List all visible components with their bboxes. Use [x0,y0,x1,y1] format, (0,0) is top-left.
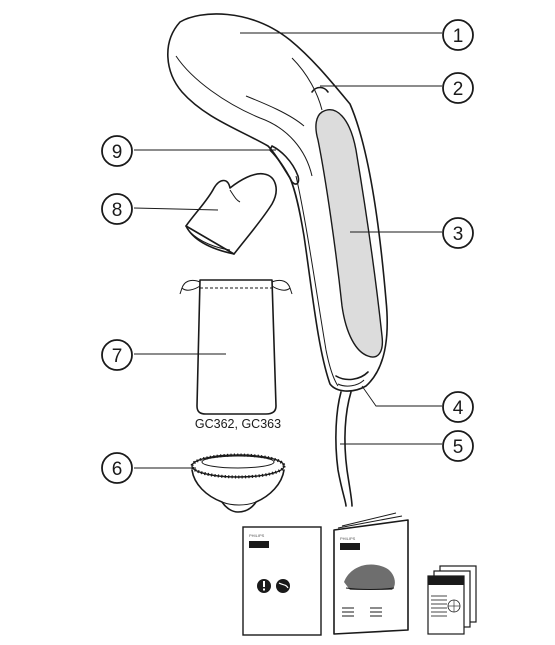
svg-text:3: 3 [453,224,464,245]
garment-steamer [167,13,388,392]
storage-pouch [179,279,293,415]
callout-4: 4 [442,391,474,423]
callout-6: 6 [101,452,133,484]
svg-text:7: 7 [112,346,123,367]
user-manual-safety: PHILIPS [242,526,322,636]
leader-lines [133,32,442,469]
leader-line-4 [361,385,442,407]
svg-text:5: 5 [453,437,464,458]
svg-text:1: 1 [453,26,464,47]
svg-text:PHILIPS: PHILIPS [249,533,265,538]
leaflets-stack [427,565,477,635]
power-cord [335,391,353,507]
pouch-models-label: GC362, GC363 [195,417,281,431]
callout-5: 5 [442,430,474,462]
brush-attachment [190,453,286,513]
heat-resistant-glove [185,172,277,255]
steam-indicator [311,86,329,93]
user-manual-open: PHILIPS [333,512,409,635]
callout-9: 9 [101,135,133,167]
leader-line-8 [133,207,219,211]
svg-text:8: 8 [112,200,123,221]
callout-8: 8 [101,193,133,225]
svg-text:2: 2 [453,79,464,100]
callout-3: 3 [442,217,474,249]
steam-trigger [269,145,300,185]
svg-text:PHILIPS: PHILIPS [340,536,356,541]
svg-text:6: 6 [112,459,123,480]
callout-7: 7 [101,339,133,371]
cord-exit [335,371,369,381]
handle-grip [315,109,384,358]
svg-text:9: 9 [112,142,123,163]
svg-text:4: 4 [453,398,464,419]
callout-1: 1 [442,19,474,51]
callout-2: 2 [442,72,474,104]
